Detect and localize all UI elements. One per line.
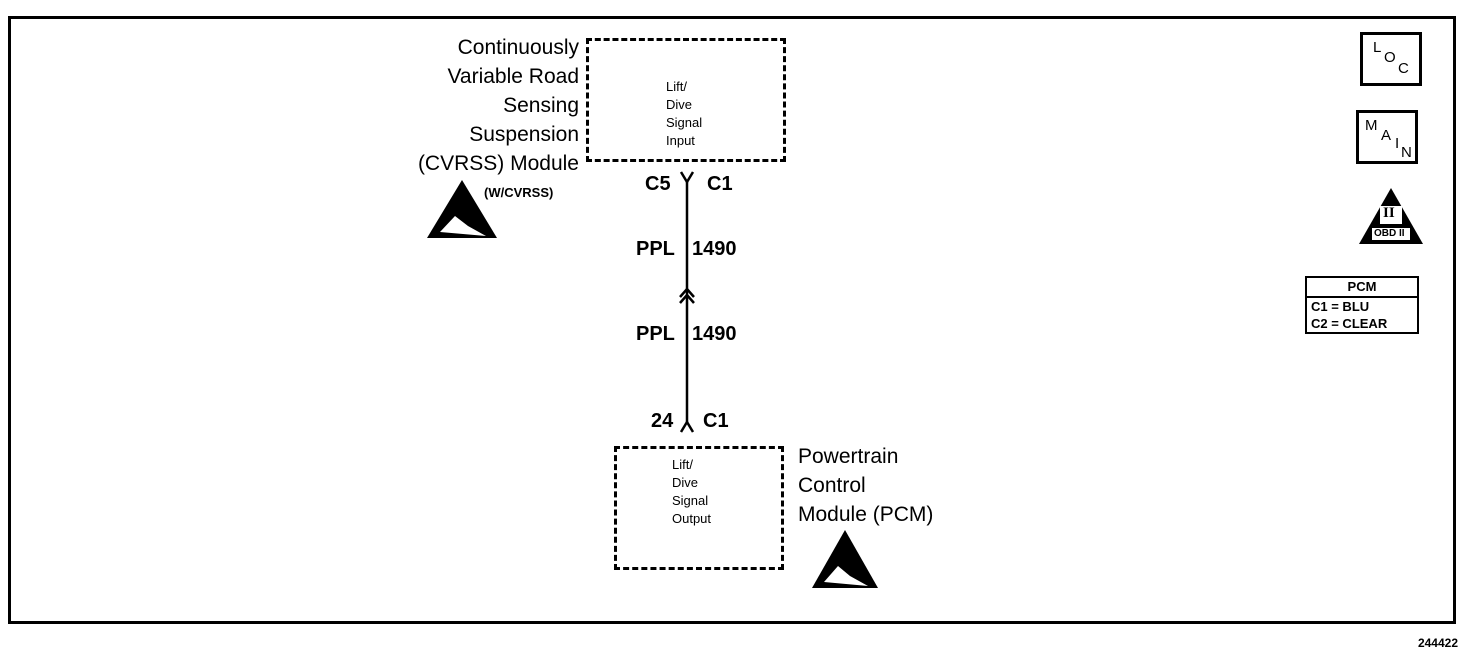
cvrss-signal-line-4: Input xyxy=(666,133,695,148)
cvrss-module-name: Continuously Variable Road Sensing Suspe… xyxy=(418,33,579,178)
cvrss-module-box xyxy=(586,38,786,162)
pcm-name-line-2: Control xyxy=(798,474,866,497)
pcm-pin-right: C1 xyxy=(703,410,729,432)
cvrss-name-line-4: Suspension xyxy=(469,123,579,146)
pcm-legend-row: C1 = BLU xyxy=(1311,299,1370,314)
pcm-signal-label: Lift/ Dive Signal Output xyxy=(672,456,711,528)
connector-24-symbol xyxy=(679,421,695,433)
obd-text: OBD II xyxy=(1374,228,1405,239)
wire-lower-color: PPL xyxy=(636,323,675,345)
pcm-legend-title: PCM xyxy=(1307,278,1417,298)
cvrss-option-note: (W/CVRSS) xyxy=(484,185,554,200)
wire-upper-color: PPL xyxy=(636,238,675,260)
pcm-connector-legend: PCM C1 = BLU C2 = CLEAR xyxy=(1305,276,1419,334)
cvrss-signal-line-1: Lift/ xyxy=(666,79,687,94)
cvrss-name-line-2: Variable Road xyxy=(447,65,579,88)
pcm-name-line-1: Powertrain xyxy=(798,445,899,468)
cvrss-name-line-1: Continuously xyxy=(457,36,579,59)
loc-letter-3: C xyxy=(1398,60,1409,77)
pcm-signal-line-3: Signal xyxy=(672,493,709,508)
wire-lower-circuit: 1490 xyxy=(692,323,737,345)
main-letter-1: M xyxy=(1365,117,1378,134)
esd-warning-icon-pcm xyxy=(812,530,878,588)
pcm-module-box xyxy=(614,446,784,570)
loc-letter-1: L xyxy=(1373,39,1382,56)
loc-button[interactable]: L O C xyxy=(1360,32,1422,86)
pcm-signal-line-1: Lift/ xyxy=(672,457,693,472)
cvrss-signal-label: Lift/ Dive Signal Input xyxy=(666,78,702,150)
diagram-frame xyxy=(8,16,1456,624)
main-letter-4: N xyxy=(1401,144,1412,161)
cvrss-pin-left: C5 xyxy=(645,173,671,195)
inline-connector-symbol xyxy=(679,287,695,304)
obd-ii-icon xyxy=(1359,188,1423,244)
pcm-legend-row: C2 = CLEAR xyxy=(1311,316,1388,331)
cvrss-signal-line-2: Dive xyxy=(666,97,693,112)
main-letter-2: A xyxy=(1381,127,1392,144)
obd-ii-button[interactable]: II OBD II xyxy=(1358,186,1424,246)
loc-letter-2: O xyxy=(1384,49,1396,66)
main-letter-3: I xyxy=(1395,135,1400,152)
connector-c5-symbol xyxy=(679,171,695,183)
cvrss-name-line-3: Sensing xyxy=(503,94,579,117)
wire-upper-circuit: 1490 xyxy=(692,238,737,260)
pcm-name-line-3: Module (PCM) xyxy=(798,503,934,526)
esd-warning-icon xyxy=(427,180,497,238)
cvrss-name-line-5: (CVRSS) Module xyxy=(417,152,579,175)
cvrss-signal-line-3: Signal xyxy=(666,115,703,130)
cvrss-pin-right: C1 xyxy=(707,173,733,195)
pcm-module-name: Powertrain Control Module (PCM) xyxy=(798,442,933,529)
obd-numeral: II xyxy=(1383,205,1395,221)
pcm-signal-line-4: Output xyxy=(672,511,712,526)
pcm-signal-line-2: Dive xyxy=(672,475,699,490)
figure-number: 244422 xyxy=(1417,636,1458,650)
main-button[interactable]: M A I N xyxy=(1356,110,1418,164)
pcm-pin-left: 24 xyxy=(651,410,674,432)
